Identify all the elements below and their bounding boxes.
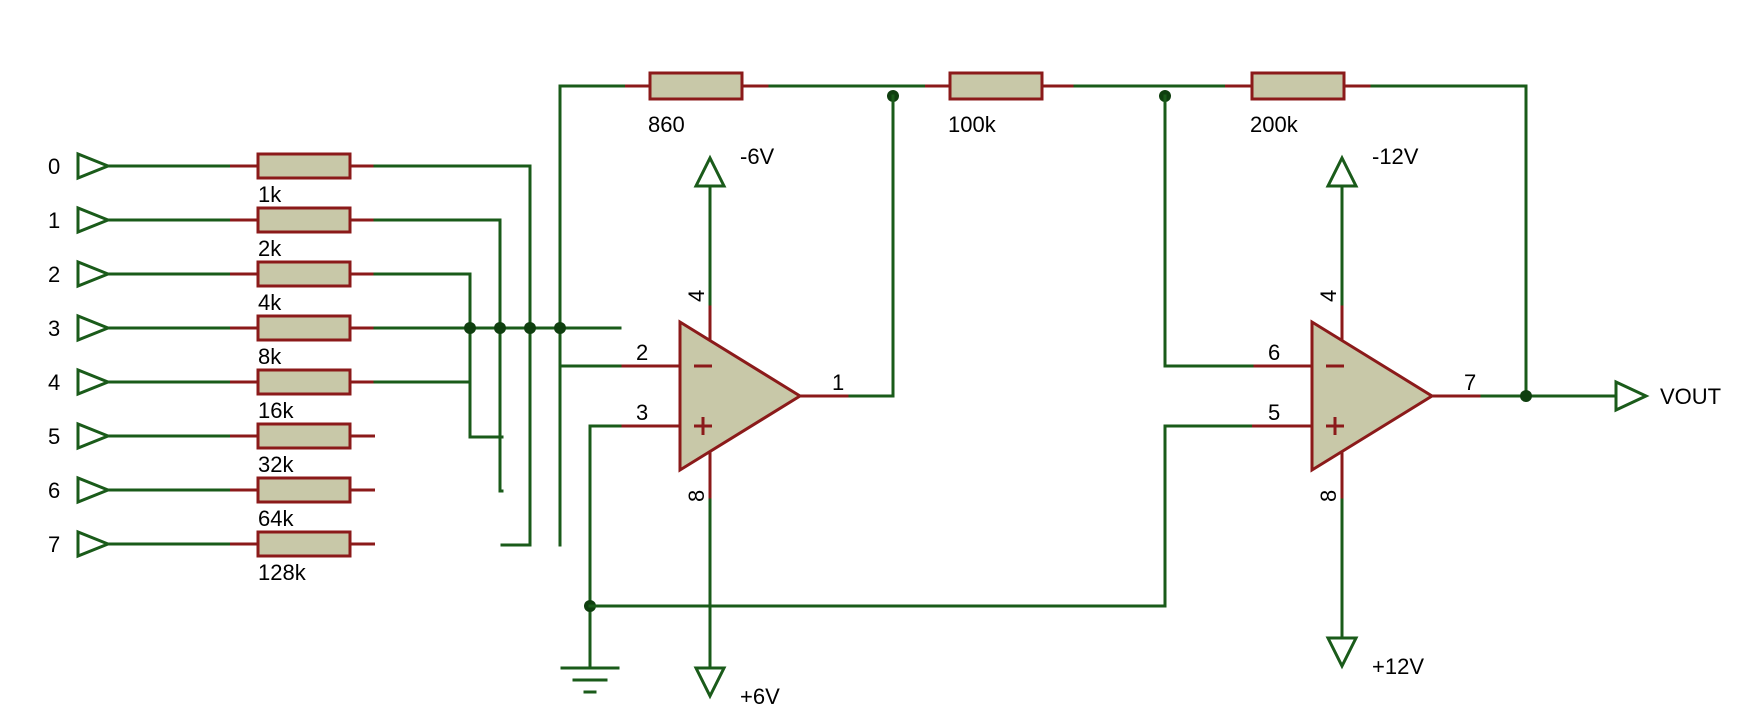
resistor-0-label: 1k [258,182,282,207]
opamp1-pin-bottom: 8 [684,490,709,502]
resistor-7-label: 128k [258,560,307,585]
junction [494,322,506,334]
input-terminal-icon [76,205,113,235]
resistor-32k [256,422,352,450]
input-terminal-icon [76,151,113,181]
supply-arrow-up [1325,154,1359,188]
resistor-100k-label: 100k [948,112,997,137]
input-0-label: 0 [48,154,60,179]
junction [554,322,566,334]
resistor-200k-label: 200k [1250,112,1299,137]
resistor-16k [256,368,352,396]
junction [1520,390,1532,402]
input-4-label: 4 [48,370,60,395]
resistor-860-label: 860 [648,112,685,137]
junction [464,322,476,334]
resistor-100k [948,71,1044,101]
opamp-2 [1252,304,1482,500]
resistor-6-label: 64k [258,506,294,531]
resistor-8k [256,314,352,342]
input-bus [373,84,562,547]
supply-arrow-up [693,154,727,188]
input-5-label: 5 [48,424,60,449]
opamp1-pin-noninv: 3 [636,400,648,425]
input-terminal-icon [76,475,113,505]
resistor-64k [256,476,352,504]
input-6-label: 6 [48,478,60,503]
opamp2-pin-noninv: 5 [1268,400,1280,425]
input-terminal-icon [76,367,113,397]
resistor-1-label: 2k [258,236,282,261]
opamp2-pin-bottom: 8 [1316,490,1341,502]
opamp1-supply-bottom: +6V [740,684,780,709]
opamp1-pin-top: 4 [684,290,709,302]
opamp1-pin-out: 1 [832,370,844,395]
input-terminal-icon [76,421,113,451]
opamp2-pin-top: 4 [1316,290,1341,302]
opamp1-pin-inv: 2 [636,340,648,365]
opamp2-pin-out: 7 [1464,370,1476,395]
input-terminal-icon [76,259,113,289]
resistor-128k [256,530,352,558]
resistor-2k [256,206,352,234]
resistor-2-label: 4k [258,290,282,315]
opamp2-pin-inv: 6 [1268,340,1280,365]
input-1-label: 1 [48,208,60,233]
resistor-3-label: 8k [258,344,282,369]
opamp1-supply-top: -6V [740,144,775,169]
ground-icon [560,604,620,694]
resistor-4k [256,260,352,288]
resistor-860 [648,71,744,101]
resistor-5-label: 32k [258,452,294,477]
junction [524,322,536,334]
input-3-label: 3 [48,316,60,341]
input-7-label: 7 [48,532,60,557]
resistor-200k [1250,71,1346,101]
supply-arrow-down [693,666,727,700]
supply-arrow-down [1325,636,1359,670]
output-label: VOUT [1660,384,1721,409]
input-rows: 0 1k 1 2k 2 4k 3 8k 4 16k 5 32k 6 64k 7 128k [48,151,375,585]
opamp2-supply-bottom: +12V [1372,654,1424,679]
input-2-label: 2 [48,262,60,287]
opamp2-supply-top: -12V [1372,144,1419,169]
input-terminal-icon [76,529,113,559]
resistor-1k [256,152,352,180]
output-terminal-icon [1614,379,1650,413]
resistor-4-label: 16k [258,398,294,423]
opamp-1 [620,304,850,500]
input-terminal-icon [76,313,113,343]
